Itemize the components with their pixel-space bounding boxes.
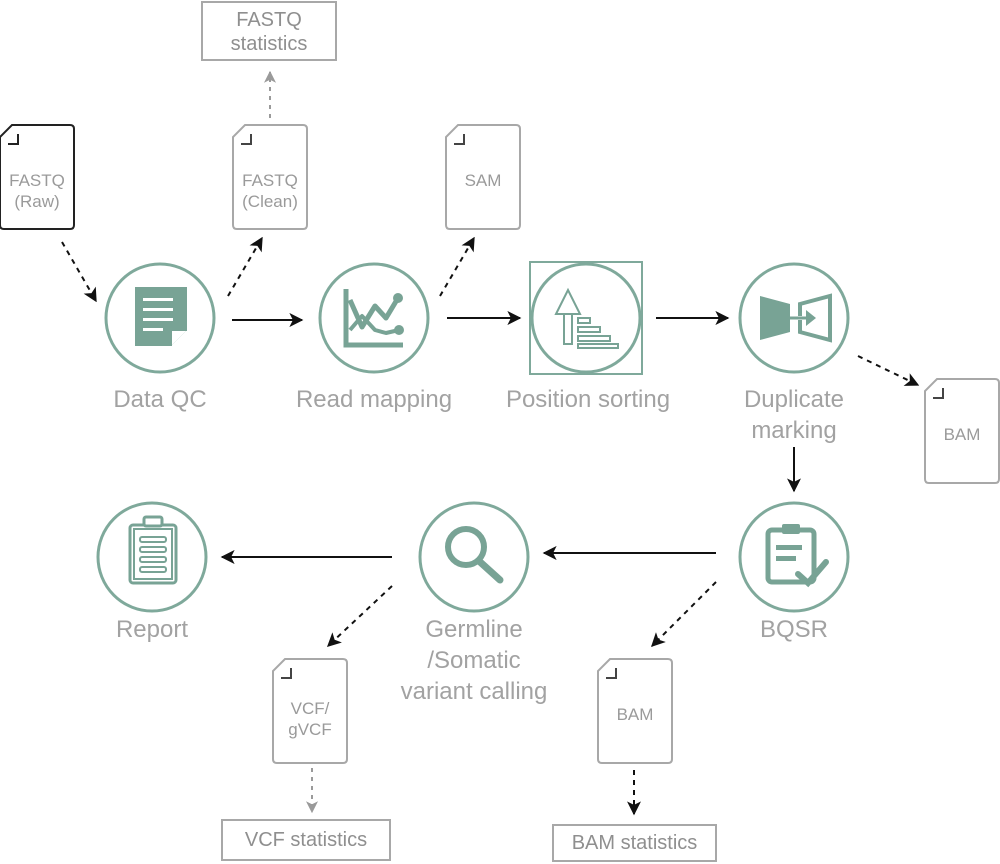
node-bqsr-label: BQSR: [759, 616, 828, 643]
arrow-raw-to-qc: [61, 241, 97, 303]
document-fastq-raw: [0, 124, 75, 230]
node-variant-calling-label: Germline /Somatic variant calling: [386, 614, 562, 707]
arrow-mapping-to-sam: [439, 236, 475, 297]
doc-fastq-raw-line2: (Raw): [14, 192, 60, 211]
node-data-qc-label: Data QC: [113, 386, 207, 413]
clipboard-check-icon: [765, 524, 829, 588]
doc-vcf-line1: VCF/: [290, 699, 330, 718]
node-report-label: Report: [115, 616, 189, 643]
doc-vcf-label: VCF/ gVCF: [273, 698, 347, 740]
node-variant-calling-line1: Germline: [425, 616, 523, 643]
clipboard-list-icon: [128, 515, 178, 585]
sort-arrow-icon: [554, 287, 619, 349]
fastq-statistics-box: [201, 1, 337, 61]
document-sam: [445, 124, 521, 230]
flow-arrows: [220, 311, 801, 564]
stats-arrows: [264, 70, 318, 814]
arrow-bqsr-to-bam: [651, 581, 717, 647]
file-arrows: [61, 236, 920, 816]
document-bam-dup: [924, 378, 1000, 484]
bam-statistics-box: [552, 824, 717, 862]
node-duplicate-marking-line1: Duplicate: [743, 386, 845, 413]
arrow-qc-to-clean: [227, 236, 263, 297]
fastq-statistics-line1: FASTQ: [236, 9, 302, 31]
node-duplicate-marking-line2: marking: [751, 417, 837, 444]
vcf-statistics-label: VCF statistics: [244, 829, 368, 851]
node-variant-calling-circle: [418, 501, 530, 613]
doc-fastq-raw-line1: FASTQ: [9, 171, 65, 190]
magnifier-icon: [445, 526, 504, 584]
node-read-mapping-circle: [318, 262, 430, 374]
node-read-mapping-label: Read mapping: [295, 386, 453, 413]
merge-icon: [760, 293, 832, 343]
doc-bam-bqsr-label: BAM: [616, 705, 654, 724]
document-fastq-clean: [232, 124, 308, 230]
node-variant-calling-line3: variant calling: [400, 678, 548, 705]
bam-statistics-label: BAM statistics: [571, 832, 698, 854]
doc-fastq-raw-label: FASTQ (Raw): [0, 170, 74, 212]
node-duplicate-marking-label: Duplicate marking: [714, 384, 874, 446]
node-position-sorting-label: Position sorting: [505, 386, 671, 413]
arrow-dup-to-bam: [857, 355, 920, 386]
node-variant-calling-line2: /Somatic: [427, 647, 521, 674]
doc-fastq-clean-line2: (Clean): [242, 192, 298, 211]
document-icon: [135, 287, 187, 346]
doc-vcf-line2: gVCF: [288, 720, 332, 739]
document-bam-bqsr: [597, 658, 673, 764]
arrow-calling-to-vcf: [326, 585, 393, 647]
fastq-statistics-line2: statistics: [230, 33, 308, 55]
vcf-statistics-box: [221, 819, 391, 861]
doc-bam-dup-label: BAM: [943, 425, 981, 444]
document-vcf: [272, 658, 348, 764]
doc-fastq-clean-line1: FASTQ: [242, 171, 298, 190]
doc-fastq-clean-label: FASTQ (Clean): [233, 170, 307, 212]
fastq-statistics-label: FASTQ statistics: [202, 8, 336, 56]
line-chart-icon: [343, 289, 404, 348]
doc-sam-label: SAM: [464, 171, 502, 190]
